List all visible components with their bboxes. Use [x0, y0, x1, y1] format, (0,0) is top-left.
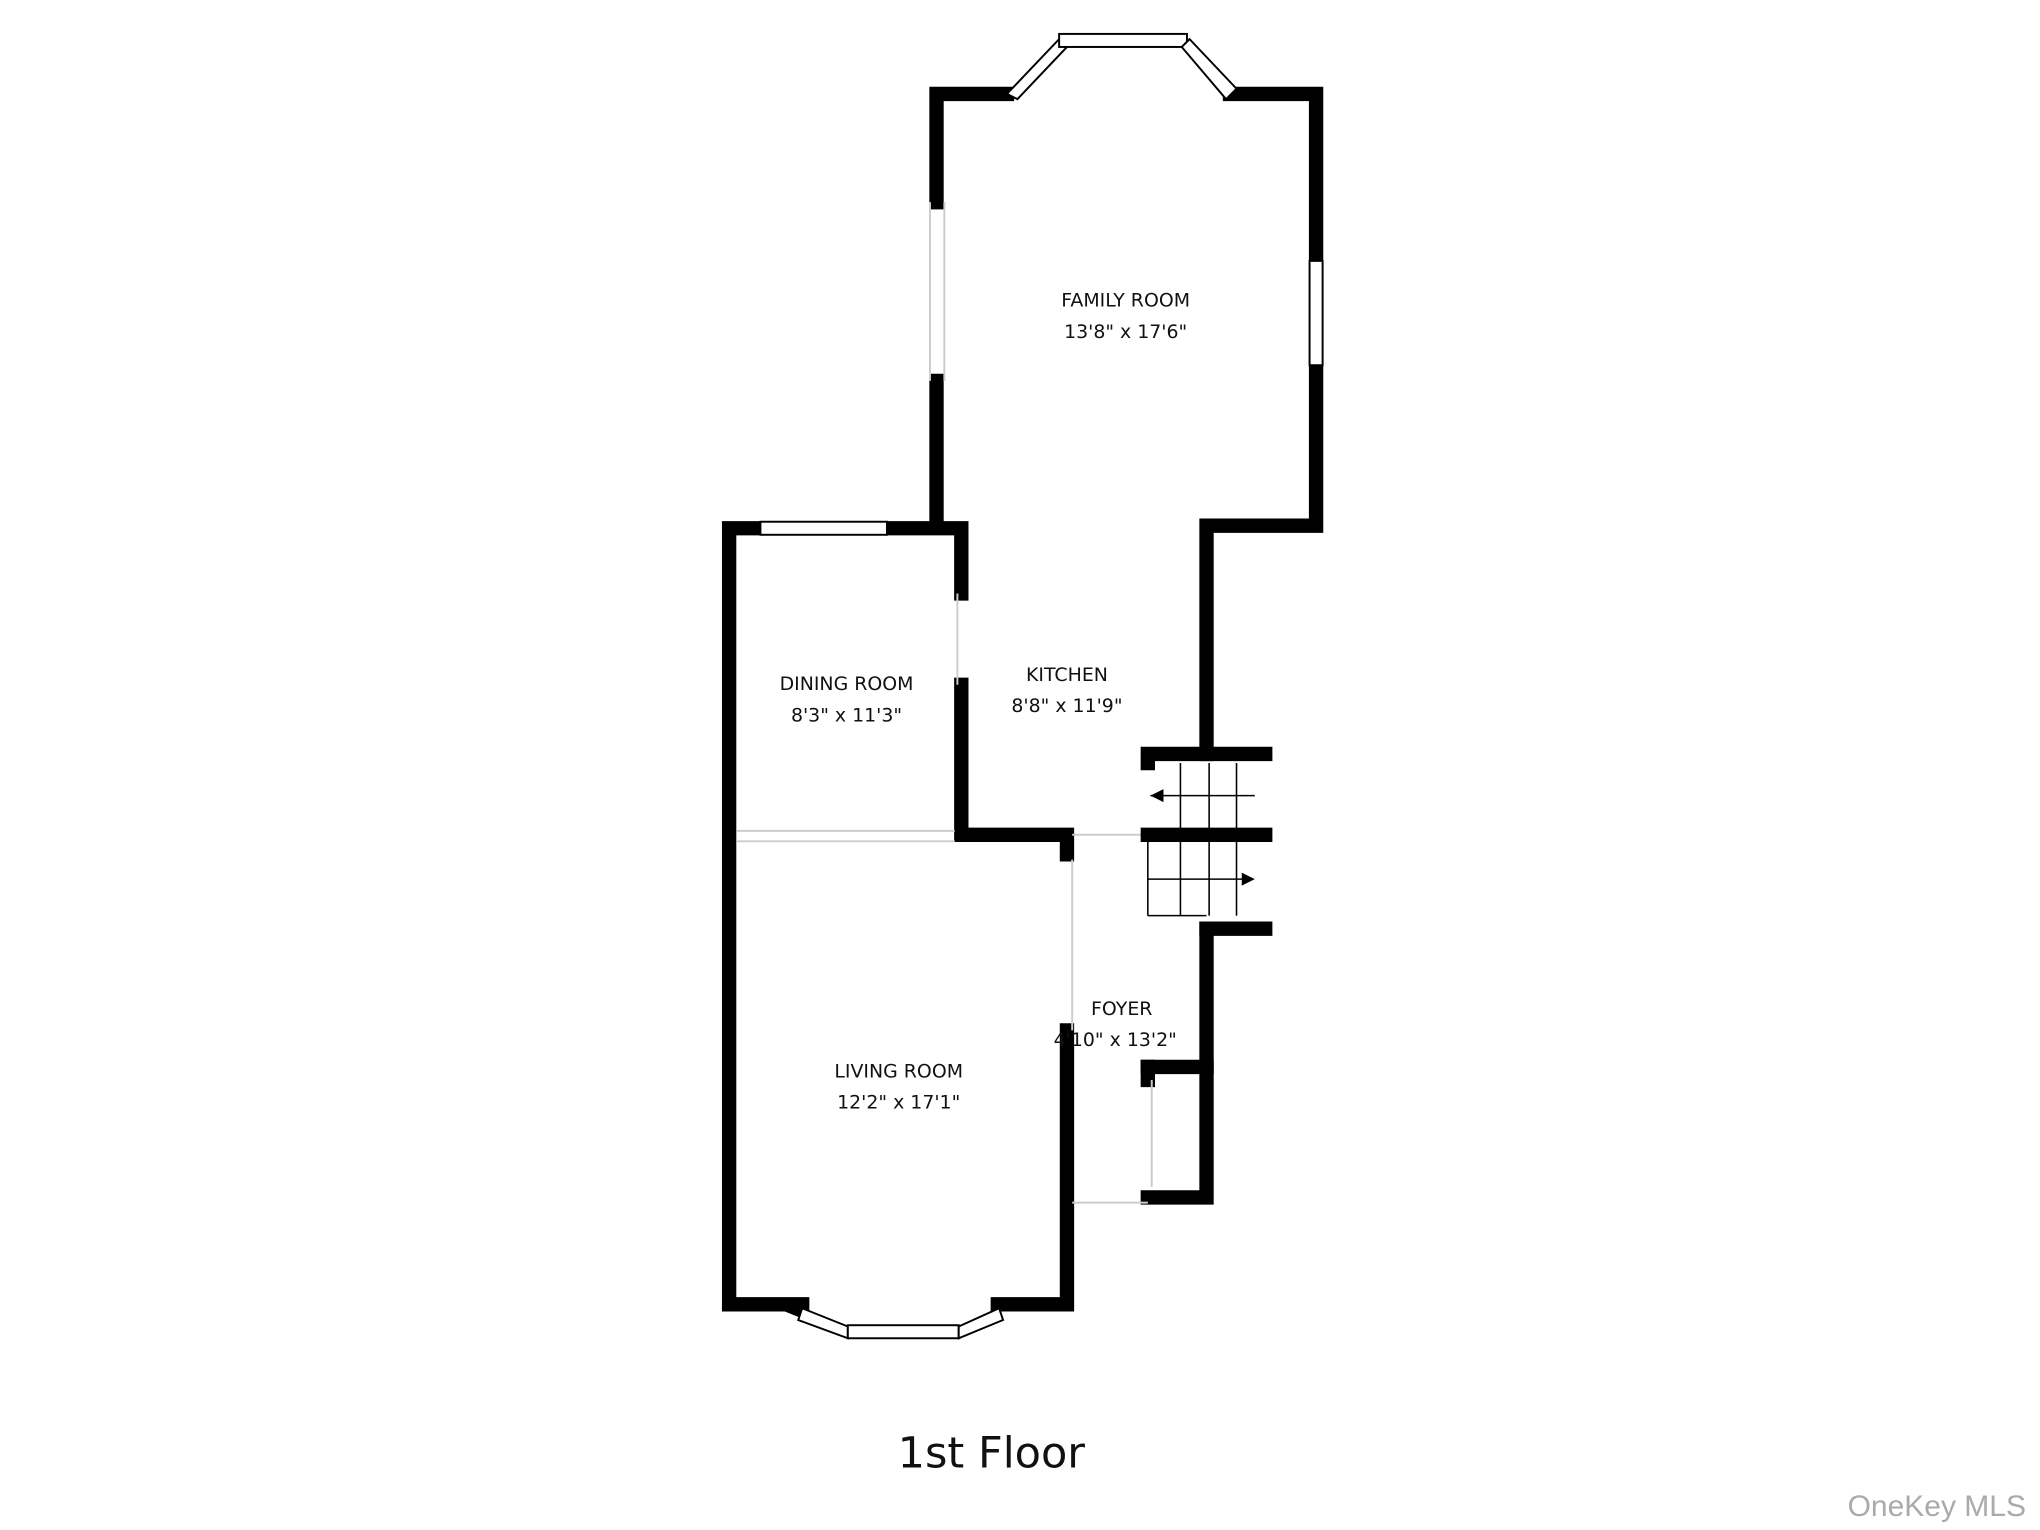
window	[957, 1306, 1005, 1340]
walls	[721, 32, 1324, 1340]
stair-arrow-icon	[1241, 872, 1255, 886]
window	[797, 1306, 849, 1340]
window	[1308, 259, 1324, 367]
room-name: FOYER	[1091, 998, 1152, 1020]
window	[759, 520, 888, 536]
room-name: KITCHEN	[1026, 664, 1108, 686]
room-labels: FAMILY ROOM 13'8" x 17'6" DINING ROOM 8'…	[780, 290, 1190, 1114]
room-dimensions: 8'3" x 11'3"	[791, 704, 902, 726]
room-dimensions: 13'8" x 17'6"	[1064, 321, 1187, 343]
window	[846, 1324, 960, 1340]
staircase	[1147, 763, 1255, 917]
window	[1058, 32, 1188, 48]
room-dimensions: 4'10" x 13'2"	[1054, 1029, 1177, 1051]
room-name: FAMILY ROOM	[1061, 290, 1190, 312]
room-dimensions: 8'8" x 11'9"	[1011, 695, 1122, 717]
stair-arrow-icon	[1150, 789, 1164, 803]
window	[1005, 37, 1069, 101]
window	[1180, 37, 1238, 101]
room-name: DINING ROOM	[780, 673, 914, 695]
room-name: LIVING ROOM	[834, 1060, 963, 1082]
watermark-logo: OneKey MLS	[1847, 1490, 2026, 1523]
floor-title: 1st Floor	[898, 1428, 1086, 1478]
room-dimensions: 12'2" x 17'1"	[837, 1092, 960, 1114]
